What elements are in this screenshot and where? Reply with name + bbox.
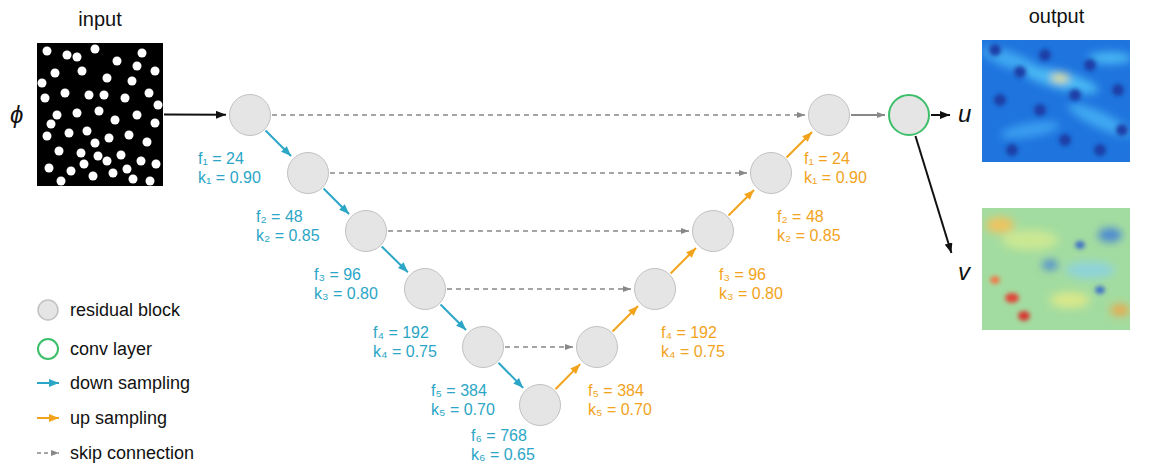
text-holder: v <box>958 258 970 286</box>
residual-block: f₃ = 96k₃ = 0.80 <box>692 210 734 252</box>
legend-text: skip connection <box>70 442 194 464</box>
legend-text: down sampling <box>70 372 190 394</box>
text-holder: input <box>37 7 163 31</box>
input-symbol: ϕ <box>10 101 23 129</box>
legend-symbols <box>37 300 59 453</box>
residual-block: f₆ = 768k₆ = 0.65 <box>519 384 561 426</box>
filter-count: f₆ = 768 <box>471 426 535 445</box>
conv-layer <box>888 94 930 136</box>
legend-text: residual block <box>70 299 180 321</box>
flow-arrow <box>382 246 408 272</box>
residual-block: f₅ = 384k₅ = 0.70 <box>462 326 504 368</box>
filter-count: f₅ = 384 <box>588 381 652 400</box>
filter-count: f₂ = 48 <box>256 207 320 226</box>
filter-count: f₁ = 24 <box>198 149 261 168</box>
flow-arrow <box>555 364 580 389</box>
flow-arrow <box>851 114 885 116</box>
filter-count: f₃ = 96 <box>719 265 783 284</box>
flow-arrow <box>671 248 696 273</box>
block-label-group: f₄ = 192k₄ = 0.75 <box>373 323 437 361</box>
flow-arrow <box>613 306 638 331</box>
output-symbol: u <box>958 100 971 128</box>
residual-block: f₃ = 96k₃ = 0.80 <box>345 210 387 252</box>
skip-connection <box>505 346 573 348</box>
input-heading: input <box>37 7 163 31</box>
input-picture <box>37 43 163 186</box>
residual-block: f₁ = 24k₁ = 0.90 <box>808 94 850 136</box>
text-holder: output <box>982 4 1131 28</box>
filter-count: f₅ = 384 <box>431 381 495 400</box>
residual-block: f₄ = 192k₄ = 0.75 <box>634 268 676 310</box>
flow-arrow <box>324 189 349 214</box>
flow-arrow <box>498 363 523 388</box>
kernel-ratio: k₁ = 0.90 <box>198 168 261 187</box>
legend-text: conv layer <box>70 338 152 360</box>
block-label-group: f₃ = 96k₃ = 0.80 <box>314 265 378 303</box>
text-holder: u <box>958 100 971 128</box>
skip-connection <box>330 172 747 174</box>
filter-count: f₃ = 96 <box>314 265 378 284</box>
filter-count: f₄ = 192 <box>373 323 437 342</box>
residual-block: f₁ = 24k₁ = 0.90 <box>229 94 271 136</box>
flow-arrow <box>931 114 950 116</box>
kernel-ratio: k₄ = 0.75 <box>373 342 437 361</box>
kernel-ratio: k₂ = 0.85 <box>256 226 320 245</box>
skip-connection <box>272 114 805 116</box>
block-label-group: f₁ = 24k₁ = 0.90 <box>804 149 867 187</box>
residual-block: f₂ = 48k₂ = 0.85 <box>750 152 792 194</box>
flow-arrow <box>441 305 466 330</box>
flow-arrow <box>729 190 754 215</box>
legend-text: up sampling <box>70 407 167 429</box>
output-symbol: v <box>958 258 970 286</box>
output-image: v <box>952 208 1131 330</box>
block-label-group: f₄ = 192k₄ = 0.75 <box>661 323 725 361</box>
kernel-ratio: k₅ = 0.70 <box>431 400 495 419</box>
block-label-group: f₆ = 768k₆ = 0.65 <box>471 426 535 464</box>
block-label-group: f₅ = 384k₅ = 0.70 <box>588 381 652 419</box>
residual-block: f₄ = 192k₄ = 0.75 <box>404 268 446 310</box>
block-label-group: f₂ = 48k₂ = 0.85 <box>256 207 320 245</box>
filter-count: f₂ = 48 <box>777 207 841 226</box>
flow-arrow <box>164 114 226 116</box>
block-label-group: f₅ = 384k₅ = 0.70 <box>431 381 495 419</box>
flow-arrow <box>915 136 951 253</box>
skip-connection <box>388 230 689 232</box>
block-label-group: f₂ = 48k₂ = 0.85 <box>777 207 841 245</box>
output-u-field <box>982 40 1130 162</box>
input-image: inputϕ <box>8 43 164 186</box>
output-v-field <box>982 208 1130 330</box>
block-label-group: f₃ = 96k₃ = 0.80 <box>719 265 783 303</box>
output-heading: output <box>982 4 1131 28</box>
filter-count: f₄ = 192 <box>661 323 725 342</box>
kernel-ratio: k₃ = 0.80 <box>314 284 378 303</box>
kernel-ratio: k₁ = 0.90 <box>804 168 867 187</box>
block-label-group: f₁ = 24k₁ = 0.90 <box>198 149 261 187</box>
kernel-ratio: k₆ = 0.65 <box>471 445 535 464</box>
flow-arrow <box>266 131 291 156</box>
residual-block: f₂ = 48k₂ = 0.85 <box>287 152 329 194</box>
kernel-ratio: k₄ = 0.75 <box>661 342 725 361</box>
text-holder: ϕ <box>10 101 23 129</box>
output-image: outputu <box>952 40 1131 162</box>
kernel-ratio: k₃ = 0.80 <box>719 284 783 303</box>
skip-connection <box>447 288 631 290</box>
filter-count: f₁ = 24 <box>804 149 867 168</box>
residual-block: f₅ = 384k₅ = 0.70 <box>576 326 618 368</box>
kernel-ratio: k₂ = 0.85 <box>777 226 841 245</box>
kernel-ratio: k₅ = 0.70 <box>588 400 652 419</box>
